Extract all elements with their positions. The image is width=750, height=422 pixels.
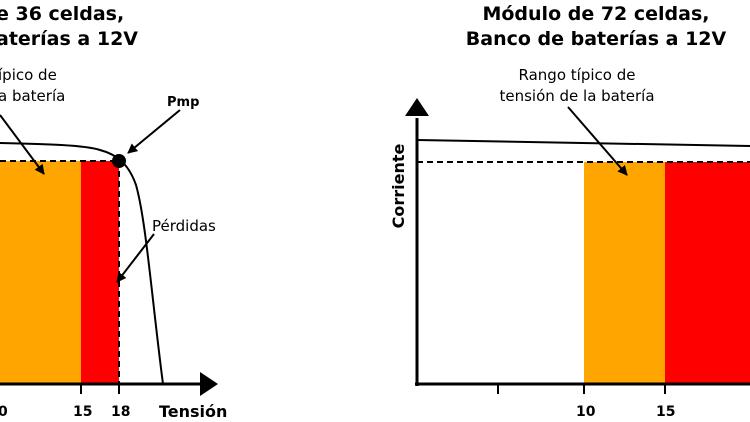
left-x-axis-title: Tensión [159, 402, 227, 421]
right-iv-curve [416, 139, 750, 147]
left-x-axis-arrow [200, 372, 218, 396]
left-x-tick-label-18: 18 [111, 404, 130, 420]
right-y-axis-arrow [405, 98, 429, 116]
right-range-label-line1: Rango típico de [519, 66, 636, 84]
left-losses-region [81, 161, 119, 384]
left-title-line2: aterías a 12V [0, 28, 138, 50]
left-iv-curve [0, 142, 164, 385]
right-x-tick-label-15: 15 [656, 404, 675, 420]
right-range-arrow [567, 106, 628, 176]
right-range-label-line2: tensión de la batería [499, 87, 654, 105]
left-pmp-arrow [127, 109, 181, 154]
left-title-line1: e 36 celdas, [0, 3, 124, 25]
left-panel: e 36 celdas, aterías a 12V ípico de a ba… [0, 3, 227, 421]
right-title-line1: Módulo de 72 celdas, [482, 3, 709, 25]
right-panel: Módulo de 72 celdas, Banco de baterías a… [389, 3, 750, 420]
left-range-label-line1: ípico de [0, 66, 57, 84]
left-pmp-point [112, 154, 126, 168]
left-pmp-label: Pmp [167, 95, 199, 110]
right-battery-range-region [584, 162, 665, 384]
right-y-axis-title: Corriente [389, 143, 408, 228]
right-title-line2: Banco de baterías a 12V [466, 28, 727, 50]
left-range-label-line2: a batería [0, 87, 65, 105]
right-losses-region [665, 162, 750, 384]
right-x-tick-label-10: 10 [576, 404, 596, 420]
left-x-tick-label-0: 0 [0, 404, 8, 420]
left-battery-range-region [0, 161, 81, 384]
left-losses-arrow [116, 233, 155, 283]
left-range-arrow [0, 114, 45, 175]
left-losses-label: Pérdidas [152, 217, 216, 235]
left-x-tick-label-15: 15 [73, 404, 92, 420]
